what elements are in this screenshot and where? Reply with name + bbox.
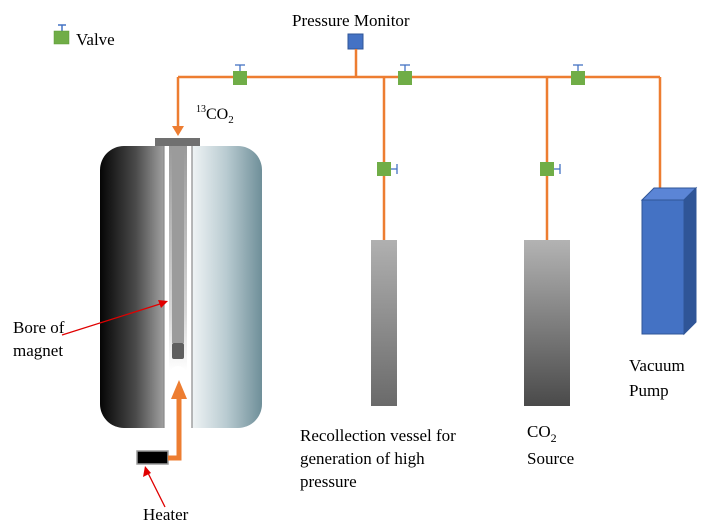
- heater-label: Heater: [143, 505, 189, 523]
- vacuum-pump-label-line1: Vacuum: [629, 356, 685, 375]
- isotope-gas-label: 13CO2: [196, 104, 234, 126]
- pressure-monitor-box: [347, 33, 364, 50]
- heater-pipe: [168, 397, 182, 461]
- heater-block: [136, 450, 169, 465]
- vacuum-pump-label-line2: Pump: [629, 381, 669, 400]
- bore-label-line1: Bore of: [13, 318, 65, 337]
- magnet-cap: [155, 138, 200, 147]
- magnet: [100, 138, 262, 428]
- heater-arrowhead: [171, 380, 187, 399]
- legend-valve-label: Valve: [76, 30, 115, 49]
- valve-co2-source-branch: [540, 162, 561, 176]
- vacuum-pump: [640, 186, 698, 336]
- recollection-label-line2: generation of high: [300, 449, 425, 468]
- heater-annotation-arrow: [143, 466, 166, 508]
- legend-valve-icon: [53, 24, 70, 45]
- valve-manifold-center: [398, 64, 412, 85]
- isotope-superscript: 13: [196, 104, 206, 115]
- inlet-arrowhead: [172, 126, 184, 136]
- recollection-vessel: [371, 240, 397, 406]
- recollection-label-line1: Recollection vessel for: [300, 426, 456, 445]
- co2-source-cylinder: [524, 240, 570, 406]
- recollection-label-line3: pressure: [300, 472, 357, 491]
- gas-formula: CO: [206, 106, 228, 123]
- pressure-monitor-label: Pressure Monitor: [292, 11, 410, 30]
- sample-tube-tip: [172, 343, 184, 359]
- co2-source-label-line1: CO2: [527, 422, 557, 445]
- valve-manifold-left: [233, 64, 247, 85]
- valve-recollection-branch: [377, 162, 398, 176]
- co2-source-label-line2: Source: [527, 449, 574, 468]
- bore-annotation-arrow: [61, 300, 168, 336]
- legend: Valve: [53, 24, 115, 49]
- valve-manifold-right: [571, 64, 585, 85]
- bore-label-line2: magnet: [13, 341, 63, 360]
- sample-tube: [172, 146, 184, 343]
- gas-subscript: 2: [228, 114, 234, 126]
